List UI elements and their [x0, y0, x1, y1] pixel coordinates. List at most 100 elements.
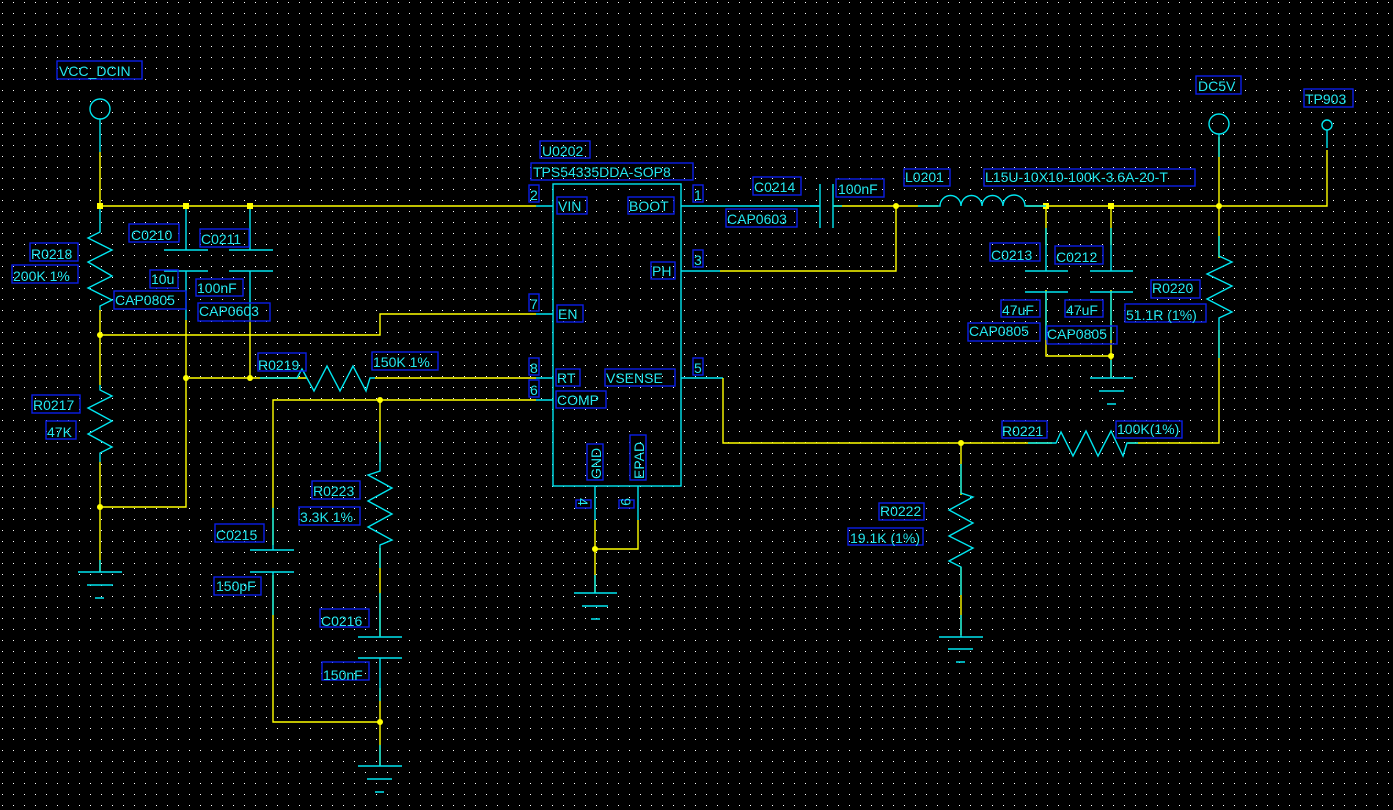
resistor-r0220[interactable]: R0220 51.1R (1%)	[1124, 236, 1234, 358]
pin-name-vsense: VSENSE	[606, 370, 663, 386]
pin-name-comp: COMP	[557, 392, 599, 408]
resistor-r0219[interactable]: R0219 150K 1%	[257, 351, 439, 393]
port-vcc-dcin[interactable]: VCC_DCIN	[56, 60, 143, 152]
component-ref: C0213	[991, 247, 1032, 263]
junction	[592, 546, 598, 552]
test-point-tp903[interactable]: TP903	[1303, 88, 1354, 148]
junction	[1108, 203, 1114, 209]
wire-output-rail[interactable]	[1026, 150, 1328, 207]
pin-name-ph: PH	[652, 263, 671, 279]
component-value: 47uF	[1002, 302, 1034, 318]
component-ref: R0223	[313, 483, 354, 499]
capacitor-c0216[interactable]: C0216 150nF	[319, 593, 402, 701]
component-value: 51.1R (1%)	[1126, 307, 1197, 323]
resistor-icon	[86, 209, 114, 310]
resistor-r0221[interactable]: R0221 100K(1%)	[1001, 420, 1183, 458]
resistor-icon	[86, 385, 114, 462]
capacitor-icon	[250, 508, 294, 615]
inductor-l0201[interactable]: L0201 L15U-10X10-100K-3.6A-20-T	[903, 168, 1196, 207]
capacitor-c0212[interactable]: C0212 47uF CAP0805	[1046, 228, 1133, 345]
component-value: 200K 1%	[13, 268, 70, 284]
capacitor-icon	[1025, 228, 1068, 340]
junction	[893, 203, 899, 209]
component-value: 150K 1%	[373, 354, 430, 370]
component-ref: R0220	[1152, 280, 1193, 296]
component-value: 100nF	[197, 280, 237, 296]
component-ref: L0201	[905, 169, 944, 185]
component-ref: C0216	[321, 613, 362, 629]
wire-en[interactable]	[100, 313, 536, 336]
resistor-r0217[interactable]: R0217 47K	[31, 385, 114, 462]
resistor-icon	[366, 442, 394, 568]
component-ref: C0211	[201, 231, 241, 247]
capacitor-c0211[interactable]: C0211 100nF CAP0603	[195, 209, 273, 322]
component-ref: R0217	[33, 397, 74, 413]
wire-comp[interactable]	[272, 399, 536, 545]
pin-name-vin: VIN	[558, 198, 581, 214]
junction	[1216, 203, 1222, 209]
pin-name-epad: EPAD	[631, 442, 647, 479]
port-label: DC5V	[1198, 78, 1236, 94]
pin-num-comp: 6	[530, 382, 538, 398]
junction	[247, 375, 253, 381]
pin-num-rt: 8	[530, 360, 538, 376]
ic-u0202[interactable]: U0202 TPS54335DDA-SOP8 VIN 2 BOOT 1 PH 3…	[528, 140, 704, 520]
junction	[377, 719, 383, 725]
pin-num-epad: 9	[618, 498, 634, 506]
pin-num-gnd: 4	[575, 498, 591, 506]
pin-num-vsense: 5	[694, 360, 702, 376]
component-ref: C0212	[1056, 249, 1097, 265]
capacitor-c0215[interactable]: C0215 150pF	[213, 508, 294, 615]
ic-part-number: TPS54335DDA-SOP8	[533, 164, 671, 180]
component-footprint: CAP0805	[969, 323, 1029, 339]
port-dc5v[interactable]: DC5V	[1195, 75, 1242, 157]
component-value: 10u	[151, 271, 174, 287]
capacitor-c0214[interactable]: C0214 100nF CAP0603	[725, 176, 885, 228]
component-footprint: CAP0603	[727, 211, 787, 227]
ground-icon	[78, 560, 122, 599]
capacitor-c0213[interactable]: C0213 47uF CAP0805	[967, 228, 1068, 342]
component-value: 100nF	[838, 181, 878, 197]
component-value: 19.1K (1%)	[850, 530, 920, 546]
component-value: 3.3K 1%	[300, 509, 353, 525]
ground-icon	[1090, 360, 1133, 405]
resistor-icon	[260, 364, 375, 393]
inductor-icon	[918, 194, 1046, 207]
wire-vsense[interactable]	[722, 378, 1052, 444]
junction	[97, 203, 103, 209]
component-footprint: CAP0603	[199, 303, 259, 319]
ground-icon	[939, 615, 983, 663]
capacitor-icon	[164, 209, 208, 320]
junction	[97, 332, 103, 338]
resistor-icon	[1028, 429, 1138, 458]
resistor-r0223[interactable]: R0223 3.3K 1%	[298, 442, 394, 568]
component-ref: C0214	[754, 179, 795, 195]
pin-name-en: EN	[558, 306, 577, 322]
component-value: 100K(1%)	[1117, 421, 1179, 437]
component-ref: R0218	[31, 246, 72, 262]
capacitor-icon	[358, 593, 402, 701]
junction	[958, 440, 964, 446]
component-ref: R0219	[258, 357, 299, 373]
component-footprint: CAP0805	[1047, 326, 1107, 342]
ground-symbols	[78, 360, 1133, 793]
junction	[377, 397, 383, 403]
junction	[1108, 353, 1114, 359]
component-ref: R0222	[880, 503, 921, 519]
resistor-icon	[947, 464, 975, 595]
component-value: 47K	[47, 424, 73, 440]
capacitor-c0210[interactable]: C0210 10u CAP0805	[113, 209, 208, 320]
pin-num-ph: 3	[694, 252, 702, 268]
resistor-icon	[1205, 236, 1234, 358]
pin-name-rt: RT	[557, 370, 576, 386]
resistor-r0218[interactable]: R0218 200K 1%	[11, 209, 114, 310]
ic-ref: U0202	[542, 143, 583, 159]
junction	[247, 203, 253, 209]
ground-icon	[574, 575, 617, 620]
junction	[97, 504, 103, 510]
port-label: VCC_DCIN	[59, 63, 131, 79]
resistor-r0222[interactable]: R0222 19.1K (1%)	[847, 464, 975, 595]
component-value: 150nF	[323, 667, 363, 683]
